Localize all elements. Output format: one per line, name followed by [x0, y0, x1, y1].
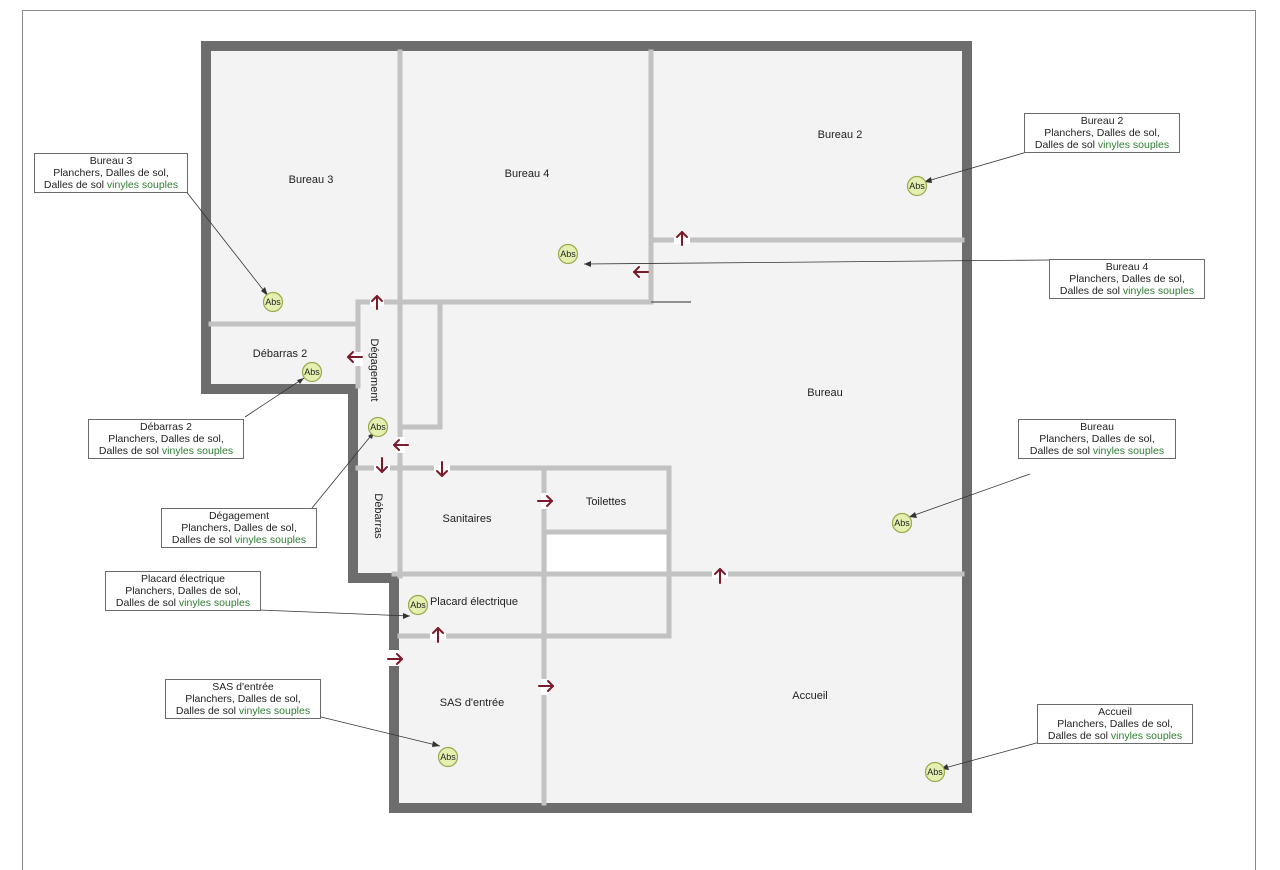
callout-line: Dalles de sol vinyles souples [115, 597, 251, 609]
callout-line: Planchers, Dalles de sol, [1044, 127, 1160, 139]
callout-line: Dalles de sol vinyles souples [1034, 139, 1170, 151]
callout-line: Planchers, Dalles de sol, [108, 433, 224, 445]
callout-debarras-2: Débarras 2 Planchers, Dalles de sol, Dal… [88, 419, 244, 459]
abs-marker[interactable]: Abs [367, 416, 389, 438]
callout-bureau: Bureau Planchers, Dalles de sol, Dalles … [1018, 419, 1176, 459]
room-label-bureau-3: Bureau 3 [289, 174, 334, 186]
room-label-accueil: Accueil [792, 690, 827, 702]
door-arrow-left [393, 439, 409, 451]
callout-bureau-3: Bureau 3 Planchers, Dalles de sol, Dalle… [34, 153, 188, 193]
callout-line: Planchers, Dalles de sol, [1069, 273, 1185, 285]
svg-text:Abs: Abs [894, 518, 910, 528]
svg-text:Abs: Abs [440, 752, 456, 762]
door-arrow-right [538, 680, 554, 692]
abs-marker[interactable]: Abs [906, 175, 928, 197]
room-label-bureau: Bureau [807, 387, 842, 399]
abs-marker[interactable]: Abs [924, 761, 946, 783]
callout-title: Débarras 2 [140, 421, 192, 433]
svg-text:Abs: Abs [560, 249, 576, 259]
inner-walls [208, 49, 965, 806]
door-arrow-right [537, 495, 553, 507]
room-label-bureau-2: Bureau 2 [818, 129, 863, 141]
callout-accueil: Accueil Planchers, Dalles de sol, Dalles… [1037, 704, 1193, 744]
door-arrow-up [714, 568, 726, 584]
door-arrow-up [432, 627, 444, 643]
callout-title: Bureau 2 [1080, 115, 1124, 127]
drawing-frame [22, 10, 1256, 870]
door-arrow-down [376, 457, 388, 473]
callout-line: Dalles de sol vinyles souples [1059, 285, 1195, 297]
callout-placard-electrique: Placard électrique Planchers, Dalles de … [105, 571, 261, 611]
callout-line: Dalles de sol vinyles souples [98, 445, 234, 457]
callout-title: Placard électrique [140, 573, 226, 585]
callout-line: Planchers, Dalles de sol, [125, 585, 241, 597]
door-arrow-right [387, 653, 403, 665]
room-label-toilettes: Toilettes [586, 496, 627, 508]
door-arrow-left [633, 266, 649, 278]
void-block [547, 532, 669, 574]
room-label-placard-electrique: Placard électrique [430, 596, 518, 608]
callout-line: Dalles de sol vinyles souples [1029, 445, 1165, 457]
callout-title: Accueil [1098, 706, 1132, 718]
callout-line: Dalles de sol vinyles souples [1047, 730, 1183, 742]
callout-line: Planchers, Dalles de sol, [53, 167, 169, 179]
callout-sas-entree: SAS d'entrée Planchers, Dalles de sol, D… [165, 679, 321, 719]
callout-line: Planchers, Dalles de sol, [181, 522, 297, 534]
callout-title: SAS d'entrée [212, 681, 274, 693]
room-label-debarras-2: Débarras 2 [253, 348, 307, 360]
door-arrow-down [436, 461, 448, 477]
callout-line: Dalles de sol vinyles souples [43, 179, 179, 191]
callout-line: Dalles de sol vinyles souples [175, 705, 311, 717]
door-arrow-up [676, 231, 688, 246]
room-label-degagement: Dégagement [368, 339, 380, 402]
svg-text:Abs: Abs [370, 422, 386, 432]
svg-text:Abs: Abs [265, 297, 281, 307]
room-label-sas-entree: SAS d'entrée [440, 697, 504, 709]
building-outline [201, 41, 972, 813]
leader-lines [184, 151, 1051, 770]
door-arrow-left [347, 351, 363, 363]
callout-line: Dalles de sol vinyles souples [171, 534, 307, 546]
callout-title: Dégagement [208, 510, 270, 522]
room-label-sanitaires: Sanitaires [443, 513, 492, 525]
svg-text:Abs: Abs [927, 767, 943, 777]
abs-marker[interactable]: Abs [262, 291, 284, 313]
door-arrows [347, 231, 726, 692]
leader-arrowheads [261, 177, 949, 770]
callout-title: Bureau [1080, 421, 1114, 433]
callout-title: Bureau 4 [1105, 261, 1149, 273]
callout-line: Planchers, Dalles de sol, [1057, 718, 1173, 730]
abs-marker[interactable]: Abs [891, 512, 913, 534]
svg-text:Abs: Abs [909, 181, 925, 191]
room-label-bureau-4: Bureau 4 [505, 168, 550, 180]
svg-text:Abs: Abs [304, 367, 320, 377]
abs-marker[interactable]: Abs [301, 361, 323, 383]
callout-bureau-4: Bureau 4 Planchers, Dalles de sol, Dalle… [1049, 259, 1205, 299]
callout-line: Planchers, Dalles de sol, [1039, 433, 1155, 445]
svg-text:Abs: Abs [410, 600, 426, 610]
callout-line: Planchers, Dalles de sol, [185, 693, 301, 705]
callout-degagement: Dégagement Planchers, Dalles de sol, Dal… [161, 508, 317, 548]
abs-marker[interactable]: Abs [407, 594, 429, 616]
room-label-debarras: Débarras [372, 493, 384, 539]
abs-marker[interactable]: Abs [557, 243, 579, 265]
callout-bureau-2: Bureau 2 Planchers, Dalles de sol, Dalle… [1024, 113, 1180, 153]
abs-marker[interactable]: Abs [437, 746, 459, 768]
callout-title: Bureau 3 [89, 155, 133, 167]
door-arrow-up [371, 295, 383, 310]
